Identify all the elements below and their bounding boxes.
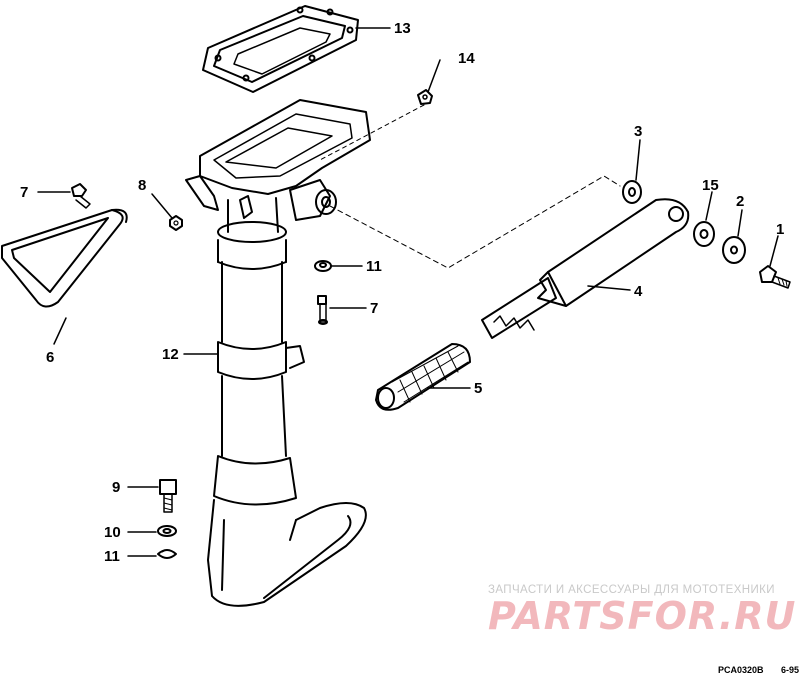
part-4-tiller-arm [481, 198, 690, 339]
drawing-code: PCA0320B [718, 665, 764, 675]
callout-7-lower: 7 [370, 300, 378, 317]
callout-3: 3 [634, 123, 642, 140]
part-7-bolt-upper [71, 183, 91, 209]
callout-8: 8 [138, 177, 146, 194]
part-6-carry-handle [1, 208, 128, 308]
part-13-gasket [202, 5, 359, 93]
part-2-washer [722, 236, 746, 264]
watermark-logo: PARTSFOR.RU [488, 594, 797, 638]
dashed-guide-line-14 [319, 104, 425, 161]
callout-4: 4 [634, 283, 643, 300]
watermark-tagline: ЗАПЧАСТИ И АКСЕССУАРЫ ДЛЯ МОТОТЕХНИКИ [488, 584, 775, 596]
part-10-flat-washer [157, 525, 177, 537]
callout-14: 14 [458, 50, 475, 67]
callout-5: 5 [474, 380, 482, 397]
part-5-handle-grip [375, 343, 471, 411]
leader-lines [37, 27, 779, 557]
callout-6: 6 [46, 349, 54, 366]
part-12-drive-shaft-housing [185, 99, 371, 607]
part-9-bolt [159, 479, 177, 513]
callout-7-upper: 7 [20, 184, 28, 201]
part-3-washer [622, 180, 642, 204]
callout-9: 9 [112, 479, 120, 496]
part-7-bolt-lower [317, 295, 328, 325]
callout-12: 12 [162, 346, 179, 363]
callout-13: 13 [394, 20, 411, 37]
part-11-lockwasher-lower [157, 549, 177, 559]
callout-11-lower: 11 [104, 548, 120, 565]
part-11-lockwasher-upper [314, 260, 332, 272]
callout-11-upper: 11 [366, 258, 382, 275]
callout-15: 15 [702, 177, 719, 194]
callout-1: 1 [776, 221, 784, 238]
callout-10: 10 [104, 524, 121, 541]
dashed-guide-line-4 [329, 175, 621, 269]
callout-labels: 13 14 3 15 2 1 4 5 6 7 8 11 7 12 9 10 11 [20, 20, 784, 565]
callout-2: 2 [736, 193, 744, 210]
part-8-nut [169, 215, 183, 231]
part-1-bolt [759, 265, 791, 289]
part-14-nut [417, 89, 433, 105]
drawing-date: 6-95 [781, 665, 800, 675]
part-15-bushing [693, 221, 715, 247]
